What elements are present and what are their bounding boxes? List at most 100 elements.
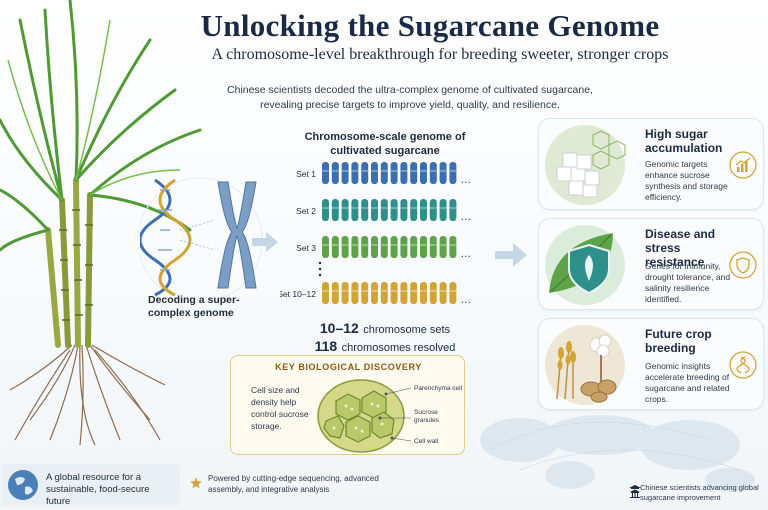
discovery-text: Cell size and density help control sucro… (251, 385, 309, 431)
chromosome-bar (449, 236, 457, 258)
card-title: Disease and stress resistance (645, 227, 716, 269)
vertical-ellipsis-dot (318, 261, 322, 265)
chromosome-bar (341, 199, 349, 221)
footer-left-text: A global resource for a sustainable, foo… (46, 472, 150, 507)
set-label: Set 1 (296, 169, 316, 179)
dna-icon (729, 351, 757, 379)
chromosome-bar (351, 236, 359, 258)
leaf-shield-illustration (545, 225, 625, 305)
chromosome-bar (331, 162, 339, 184)
stat-sets: 10–12 chromosome sets (319, 320, 451, 336)
chromosome-bar (439, 236, 447, 258)
chromosome-bar (429, 236, 437, 258)
chromosome-bar (410, 282, 418, 304)
chromosome-bar (380, 282, 388, 304)
chromosome-bar (380, 236, 388, 258)
world-map-background (480, 415, 755, 492)
dna-helix-icon (140, 178, 192, 297)
page-title: Unlocking the Sugarcane Genome (200, 8, 660, 43)
card-title: Future crop breeding (645, 327, 712, 355)
chromosome-bar (361, 282, 369, 304)
vertical-ellipsis-dot (318, 267, 322, 271)
chromosome-sets-chart: Set 1 … Set 2 … Set 3 … Set 10–12 … (280, 162, 471, 306)
globe-icon (8, 470, 38, 500)
chromosome-bar (371, 162, 378, 184)
chromosome-bar (322, 162, 329, 184)
label-cell-wall: Cell wall (414, 438, 439, 445)
chromosome-bar (420, 282, 427, 304)
star-icon (190, 477, 202, 489)
chromosome-bar (322, 282, 329, 304)
chromosome-bar (322, 236, 329, 258)
chromosome-bar (361, 199, 369, 221)
chromosome-bar (410, 162, 418, 184)
chromosome-bar (361, 236, 369, 258)
decoding-label: Decoding a super-complex genome (148, 294, 240, 319)
sugarcane-plant-illustration (0, 0, 202, 446)
temple-icon (629, 485, 641, 498)
chromosome-bar (429, 199, 437, 221)
card-title: High sugar accumulation (645, 127, 723, 155)
crops-illustration (545, 325, 625, 405)
set-label: Set 2 (296, 206, 316, 216)
chromosome-bar (429, 162, 437, 184)
chromosome-bar (390, 199, 398, 221)
chromosome-bar (331, 236, 339, 258)
stat-resolved: 118 chromosomes resolved (314, 338, 456, 354)
chromosome-bar (400, 162, 408, 184)
chromosome-bar (410, 236, 418, 258)
card-text: Genomic insights accelerate breeding of … (645, 361, 730, 404)
sugar-cubes-illustration (545, 125, 626, 205)
shield-icon (729, 251, 757, 279)
chromosome-bar (380, 162, 388, 184)
chromosome-bar (400, 282, 408, 304)
row-ellipsis: … (460, 211, 471, 223)
set-label: Set 10–12 (280, 289, 316, 299)
chromosome-bar (351, 162, 359, 184)
card-text: Genomic targets enhance sucrose synthesi… (645, 159, 728, 202)
chromosome-bar (371, 282, 378, 304)
row-ellipsis: … (460, 174, 471, 186)
chromosome-bar (371, 199, 378, 221)
chromosome-bar (410, 199, 418, 221)
chromosome-bar (420, 162, 427, 184)
chromosome-bar (390, 236, 398, 258)
chromosome-bar (331, 282, 339, 304)
chromosome-bar (449, 162, 457, 184)
trend-up-chart-icon (729, 151, 757, 179)
chromosome-bar (420, 236, 427, 258)
row-ellipsis: … (460, 294, 471, 306)
chromosome-bar (380, 199, 388, 221)
vertical-ellipsis-dot (318, 273, 322, 277)
chromosome-bar (439, 162, 447, 184)
chromosome-icon (217, 181, 257, 289)
chromosome-bar (341, 162, 349, 184)
card-disease-resistance: Disease and stress resistance Genes for … (538, 218, 764, 310)
footer-right-text: Chinese scientists advancing global suga… (640, 483, 759, 502)
chromosome-bar (341, 282, 349, 304)
arrow-right-icon (252, 232, 278, 252)
genome-stats: 10–12 chromosome sets 118 chromosomes re… (300, 320, 470, 356)
chromosome-bar (449, 282, 457, 304)
chromosome-bar (331, 199, 339, 221)
row-ellipsis: … (460, 248, 471, 260)
label-parenchyma: Parenchyma cell (414, 385, 463, 392)
chromosome-bar (351, 199, 359, 221)
discovery-title: KEY BIOLOGICAL DISCOVERY (275, 362, 422, 372)
arrow-right-icon (495, 243, 527, 267)
chromosome-bar (322, 199, 329, 221)
chromosome-bar (400, 199, 408, 221)
set-label: Set 3 (296, 243, 316, 253)
chromosome-bar (429, 282, 437, 304)
chromosome-bar (390, 282, 398, 304)
card-high-sugar: High sugar accumulation Genomic targets … (538, 118, 764, 210)
chromosome-bar (439, 282, 447, 304)
chromosome-bar (439, 199, 447, 221)
chromosome-bar (371, 236, 378, 258)
chromosome-bar (420, 199, 427, 221)
discovery-panel: KEY BIOLOGICAL DISCOVERY Cell size and d… (230, 355, 465, 455)
page-subtitle: A chromosome-level breakthrough for bree… (211, 46, 669, 63)
chromosome-bar (400, 236, 408, 258)
